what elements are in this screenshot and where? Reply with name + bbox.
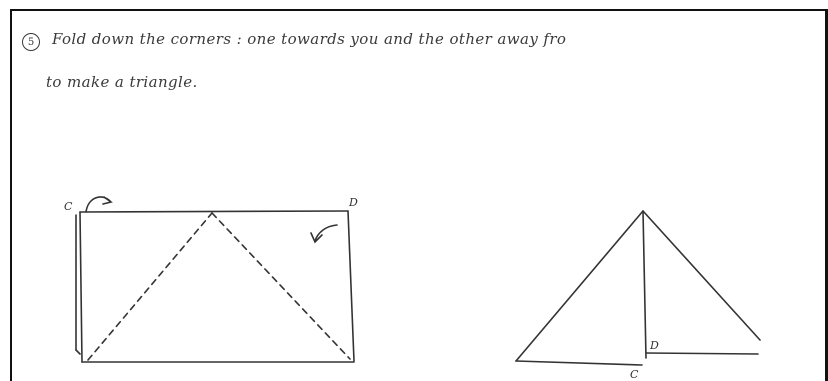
fold-line-left: [87, 212, 213, 361]
left-figure-rectangle-fold: [75, 196, 355, 363]
triangle-right-side: [642, 210, 761, 341]
right-figure-triangle: [515, 210, 761, 366]
triangle-bottom-label-c: C: [630, 368, 639, 381]
triangle-inner-base: [645, 352, 759, 355]
fold-line-right: [211, 212, 351, 360]
right-corner-label-d: D: [348, 196, 358, 209]
fold-arrow-right-icon: [314, 224, 338, 242]
instruction-line-2: to make a triangle.: [46, 73, 198, 91]
rectangle-back-corner: [75, 349, 81, 355]
frame-top-border: [10, 9, 828, 11]
fold-arrow-left-head-icon: [102, 196, 113, 205]
triangle-center-fold: [642, 210, 647, 359]
triangle-left-side: [515, 210, 644, 362]
frame-left-border: [10, 9, 12, 381]
triangle-base: [515, 360, 643, 366]
triangle-inner-label-d: D: [649, 339, 659, 352]
step-number-badge: 5: [22, 33, 40, 51]
rectangle-right-edge: [347, 210, 355, 362]
frame-right-border: [825, 9, 828, 381]
left-corner-label-c: C: [64, 200, 73, 213]
rectangle-left-edge: [79, 211, 83, 363]
instruction-line-1: Fold down the corners : one towards you …: [52, 30, 567, 48]
fold-arrow-right-head-icon: [310, 232, 323, 244]
rectangle-top-edge: [79, 210, 349, 213]
